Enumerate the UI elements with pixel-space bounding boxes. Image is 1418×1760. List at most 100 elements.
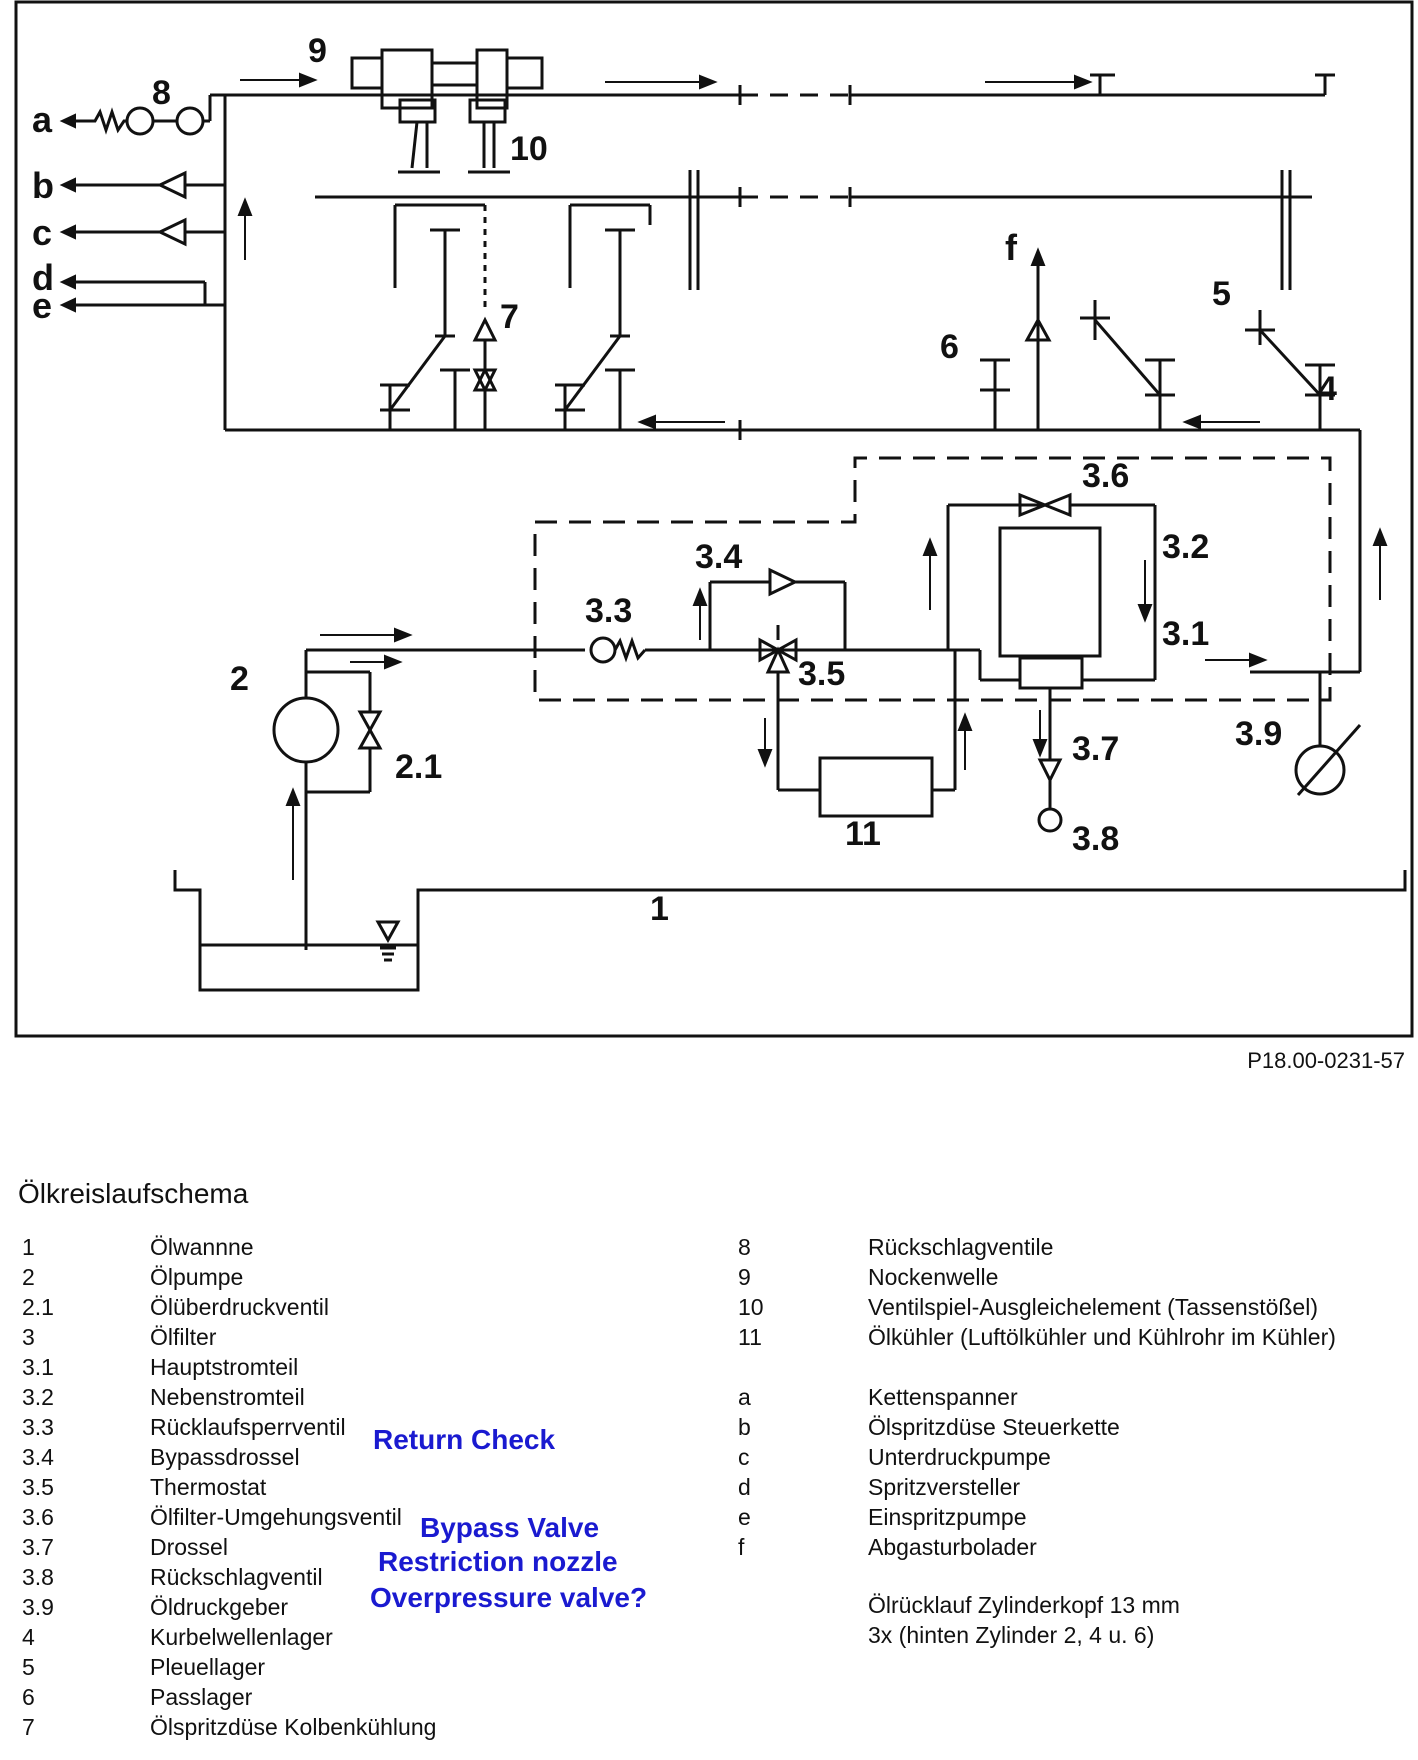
label-8: 8 [152, 74, 171, 112]
legend-number: 3.3 [22, 1414, 54, 1440]
legend-row: a Kettenspanner [738, 1382, 1398, 1412]
legend-row: e Einspritzpumpe [738, 1502, 1398, 1532]
legend-number: 3.5 [22, 1474, 54, 1500]
cylinder-head-return-detail: 3x (hinten Zylinder 2, 4 u. 6) [868, 1622, 1155, 1648]
legend-number: 9 [738, 1264, 751, 1290]
legend-number: 8 [738, 1234, 751, 1260]
legend-row: 3.9 Öldruckgeber [22, 1592, 722, 1622]
oil-circuit-diagram: a b c d e f 9 8 10 7 6 5 4 3.6 3.2 3.4 3… [14, 0, 1414, 1073]
label-3-2: 3.2 [1162, 528, 1209, 566]
legend-title: Ölkreislaufschema [18, 1178, 249, 1209]
legend-number: 3.8 [22, 1564, 54, 1590]
legend-number: 3.9 [22, 1594, 54, 1620]
label-d: d [32, 257, 54, 298]
legend-row: 3.2 Nebenstromteil [22, 1382, 722, 1412]
legend-number: 6 [22, 1684, 35, 1710]
legend-text: Ventilspiel-Ausgleichelement (Tassenstöß… [868, 1294, 1318, 1320]
legend-text: Ölspritzdüse Kolbenkühlung [150, 1714, 437, 1740]
legend-text: Ölspritzdüse Steuerkette [868, 1414, 1120, 1440]
label-2: 2 [230, 660, 249, 698]
label-3-4: 3.4 [695, 538, 742, 576]
label-6: 6 [940, 328, 959, 366]
legend-number: 3.4 [22, 1444, 54, 1470]
legend-text: Drossel [150, 1534, 228, 1560]
label-3-1: 3.1 [1162, 615, 1209, 653]
legend-number: 3.7 [22, 1534, 54, 1560]
legend-number: e [738, 1504, 751, 1530]
legend-number: d [738, 1474, 751, 1500]
label-f: f [1005, 227, 1018, 268]
legend-row: 3.7 Drossel [22, 1532, 722, 1562]
cylinder-head-return-note: Ölrücklauf Zylinderkopf 13 mm [868, 1592, 1180, 1618]
label-b: b [32, 165, 54, 206]
legend-text: Ölüberdruckventil [150, 1294, 329, 1320]
label-5: 5 [1212, 275, 1231, 313]
label-3-3: 3.3 [585, 592, 632, 630]
legend-number: 3.1 [22, 1354, 54, 1380]
legend-row: 1 Ölwannne [22, 1232, 722, 1262]
legend-text: Ölwannne [150, 1234, 254, 1260]
reference-number: P18.00-0231-57 [1247, 1048, 1405, 1073]
legend-number: 2 [22, 1264, 35, 1290]
legend-row: 8 Rückschlagventile [738, 1232, 1398, 1262]
legend-text: Rückschlagventile [868, 1234, 1054, 1260]
legend-number: 3 [22, 1324, 35, 1350]
legend-row: 3.1 Hauptstromteil [22, 1352, 722, 1382]
legend-row: 3.3 Rücklaufsperrventil [22, 1412, 722, 1442]
legend-text: Ölfilter-Umgehungsventil [150, 1504, 402, 1530]
legend-row: 7 Ölspritzdüse Kolbenkühlung [22, 1712, 722, 1742]
label-7: 7 [500, 298, 519, 336]
legend-number: 7 [22, 1714, 35, 1740]
label-3-9: 3.9 [1235, 715, 1282, 753]
legend-number: 5 [22, 1654, 35, 1680]
label-a: a [32, 99, 53, 140]
legend-text: Spritzversteller [868, 1474, 1021, 1500]
label-3-7: 3.7 [1072, 730, 1119, 768]
legend-text: Kurbelwellenlager [150, 1624, 333, 1650]
legend-text: Kettenspanner [868, 1384, 1018, 1410]
annotation-restriction-nozzle: Restriction nozzle [378, 1546, 618, 1577]
annotation-bypass-valve: Bypass Valve [420, 1512, 600, 1543]
annotation-return-check: Return Check [373, 1424, 556, 1455]
legend-number: f [738, 1534, 745, 1560]
diagram-frame [14, 0, 1414, 1038]
label-4: 4 [1318, 370, 1337, 408]
legend-text: Hauptstromteil [150, 1354, 299, 1380]
legend-row: 5 Pleuellager [22, 1652, 722, 1682]
legend-row: 3.5 Thermostat [22, 1472, 722, 1502]
legend-text: Nebenstromteil [150, 1384, 305, 1410]
legend-text: Pleuellager [150, 1654, 266, 1680]
legend-number: 10 [738, 1294, 764, 1320]
legend-gap [738, 1352, 1398, 1382]
legend-number: a [738, 1384, 751, 1410]
legend-text: Rückschlagventil [150, 1564, 323, 1590]
legend-text: Öldruckgeber [150, 1594, 289, 1620]
label-c: c [32, 212, 52, 253]
legend-row: 4 Kurbelwellenlager [22, 1622, 722, 1652]
legend-row: 6 Passlager [22, 1682, 722, 1712]
legend-text: Thermostat [150, 1474, 267, 1500]
label-9: 9 [308, 32, 327, 70]
label-11: 11 [845, 815, 881, 853]
legend-text: Abgasturbolader [868, 1534, 1037, 1560]
legend-text: Rücklaufsperrventil [150, 1414, 346, 1440]
legend-number: 3.2 [22, 1384, 54, 1410]
legend-text: Einspritzpumpe [868, 1504, 1027, 1530]
legend-row: d Spritzversteller [738, 1472, 1398, 1502]
label-2-1: 2.1 [395, 748, 442, 786]
label-1: 1 [650, 890, 669, 928]
legend-number: 4 [22, 1624, 35, 1650]
label-3-8: 3.8 [1072, 820, 1119, 858]
legend-text: Passlager [150, 1684, 253, 1710]
legend-number: 1 [22, 1234, 35, 1260]
